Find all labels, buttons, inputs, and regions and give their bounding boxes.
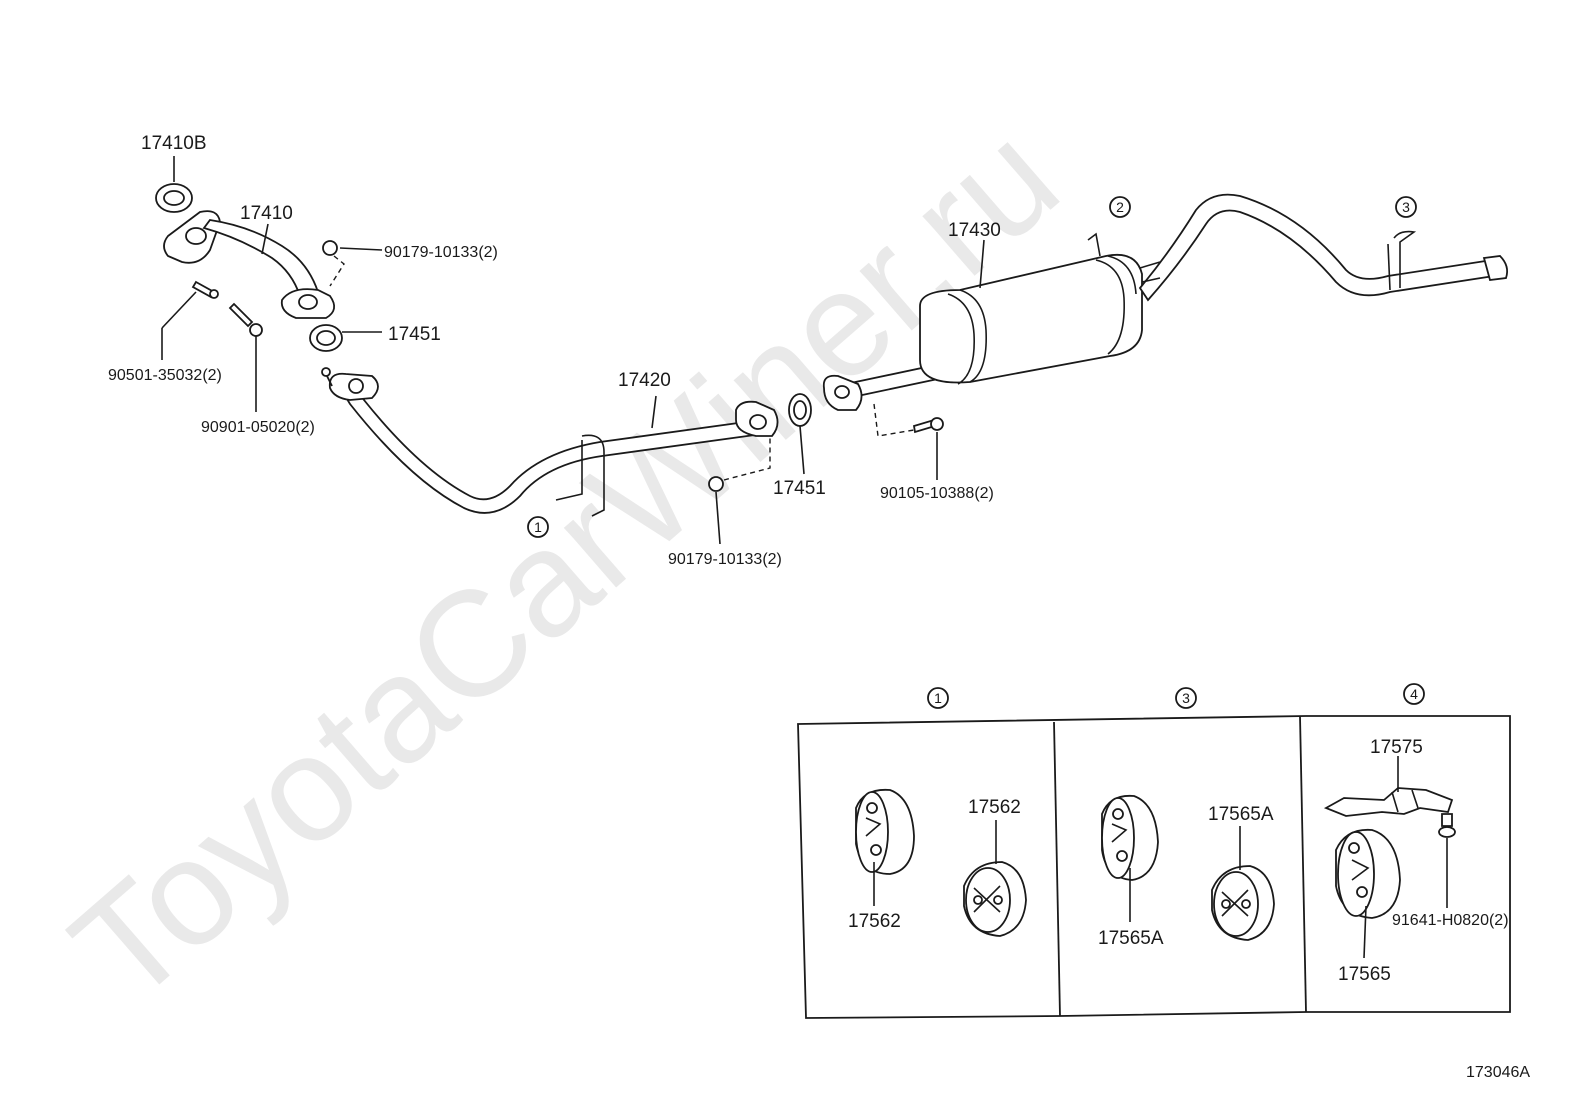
leader-lines <box>161 156 985 545</box>
label-nut-b: 90179-10133(2) <box>668 551 782 568</box>
label-17420: 17420 <box>618 370 671 391</box>
panel-3-callout: 3 <box>1182 690 1190 706</box>
detail-panel-1: 1 17562 17562 <box>848 687 1027 937</box>
label-bolt-b: 90105-10388(2) <box>880 485 994 502</box>
callout-2-label: 2 <box>1116 199 1124 215</box>
panel-1-callout: 1 <box>934 690 942 706</box>
label-17565A-a: 17565A <box>1098 928 1164 949</box>
label-gasket-b: 17451 <box>773 478 826 499</box>
hanger-17565 <box>1335 828 1401 919</box>
figure-id: 173046A <box>1466 1064 1530 1081</box>
callout-2-main: 2 <box>1109 196 1131 218</box>
hanger-17562-a <box>855 788 915 875</box>
label-17562-a: 17562 <box>848 911 901 932</box>
muffler-17430-drawing <box>822 193 1509 437</box>
bracket-17575 <box>1323 787 1454 817</box>
label-17430: 17430 <box>948 220 1001 241</box>
label-stud: 90501-35032(2) <box>108 367 222 384</box>
center-pipe-17420-drawing <box>321 367 812 517</box>
bolt-91641 <box>1438 813 1456 838</box>
label-17410: 17410 <box>240 203 293 224</box>
label-gasket-a: 17451 <box>388 324 441 345</box>
label-17565: 17565 <box>1338 964 1391 985</box>
callout-1-main: 1 <box>527 516 549 538</box>
hanger-17565A-a <box>1101 794 1159 881</box>
hanger-17565A-b <box>1211 865 1275 941</box>
label-nut-a: 90179-10133(2) <box>384 244 498 261</box>
part-labels: 17410B 17410 90179-10133(2) 17451 90501-… <box>108 133 1001 568</box>
label-17565A-b: 17565A <box>1208 804 1274 825</box>
front-pipe-17410-drawing <box>155 183 345 352</box>
callout-1-label: 1 <box>534 519 542 535</box>
detail-panels <box>797 715 1511 1019</box>
detail-panel-4: 4 17575 91641-H0820(2) 17565 <box>1323 683 1509 985</box>
callout-3-main: 3 <box>1395 196 1417 218</box>
hanger-17562-b <box>963 861 1027 937</box>
callout-3-label: 3 <box>1402 199 1410 215</box>
label-91641: 91641-H0820(2) <box>1392 912 1509 929</box>
detail-panel-3: 3 17565A 17565A <box>1098 687 1275 949</box>
panel-4-callout: 4 <box>1410 686 1418 702</box>
label-17575: 17575 <box>1370 737 1423 758</box>
label-bolt-a: 90901-05020(2) <box>201 419 315 436</box>
label-17410B: 17410B <box>141 133 207 154</box>
label-17562-b: 17562 <box>968 797 1021 818</box>
